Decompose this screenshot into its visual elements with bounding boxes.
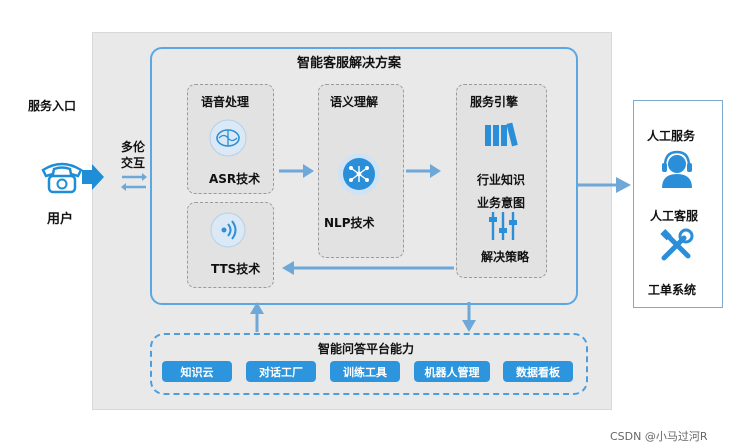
tools-icon	[658, 228, 694, 264]
engine-item-intent: 业务意图	[477, 196, 526, 210]
asr-label: ASR技术	[209, 172, 261, 186]
arrow-asr-to-nlp	[279, 163, 315, 179]
engine-title: 服务引擎	[470, 95, 519, 109]
human-service-label: 人工服务	[647, 129, 696, 143]
entry-arrow-icon	[82, 164, 104, 190]
engine-module	[456, 84, 547, 278]
arrow-platform-up	[249, 302, 265, 332]
platform-box	[150, 333, 588, 395]
chip-knowledge-cloud[interactable]: 知识云	[162, 361, 232, 382]
interaction-label-1: 多伦	[121, 140, 146, 154]
chip-data-dashboard[interactable]: 数据看板	[503, 361, 573, 382]
books-icon	[484, 122, 518, 148]
engine-item-strategy: 解决策略	[481, 250, 530, 264]
semantic-title: 语义理解	[330, 95, 379, 109]
tts-label: TTS技术	[211, 262, 261, 276]
arrow-platform-down	[461, 302, 477, 332]
phone-icon	[40, 160, 84, 194]
solution-title: 智能客服解决方案	[297, 56, 402, 71]
chip-dialog-factory[interactable]: 对话工厂	[246, 361, 316, 382]
sliders-icon	[488, 210, 518, 242]
bidirectional-arrow-icon	[120, 171, 148, 193]
brain-icon	[208, 118, 248, 158]
speech-title: 语音处理	[201, 95, 250, 109]
human-service-panel	[633, 100, 723, 308]
arrow-to-human-service	[578, 176, 632, 194]
arrow-engine-to-tts	[282, 260, 454, 276]
watermark: CSDN @小马过河R	[610, 430, 708, 443]
interaction-label-2: 交互	[121, 156, 146, 170]
network-icon	[337, 152, 381, 196]
nlp-label: NLP技术	[324, 216, 375, 230]
ticket-system-label: 工单系统	[648, 283, 697, 297]
chip-training-tools[interactable]: 训练工具	[330, 361, 400, 382]
engine-item-knowledge: 行业知识	[477, 173, 526, 187]
signal-icon	[209, 211, 247, 249]
headset-agent-icon	[656, 148, 698, 190]
human-agent-label: 人工客服	[650, 209, 699, 223]
arrow-nlp-to-engine	[406, 163, 442, 179]
user-label: 用户	[47, 212, 74, 227]
solution-box	[150, 47, 578, 305]
platform-title: 智能问答平台能力	[318, 342, 415, 356]
service-entry-label: 服务入口	[28, 99, 77, 113]
chip-robot-management[interactable]: 机器人管理	[414, 361, 490, 382]
